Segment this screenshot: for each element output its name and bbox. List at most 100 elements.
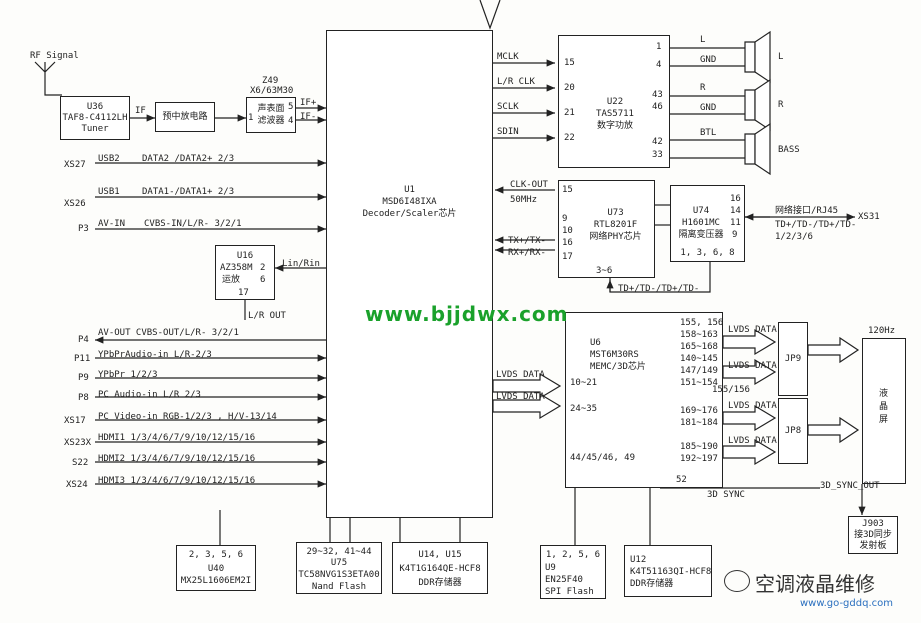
u75-desc: Nand Flash	[311, 582, 367, 592]
u22-name: U22	[606, 97, 624, 107]
u14-desc: DDR存储器	[418, 578, 462, 588]
u6-pr-7: 169~176	[680, 406, 718, 416]
u16-pin17: 17	[238, 288, 249, 298]
preamp-label: 预中放电路	[162, 112, 208, 122]
conn-xs27: XS27	[64, 160, 86, 170]
u73-pin-9: 9	[562, 214, 568, 224]
conn-p3: P3	[78, 224, 89, 234]
lin-rin-label: Lin/Rin	[282, 259, 320, 269]
hdmi1-label: HDMI1 1/3/4/6/7/9/10/12/15/16	[98, 433, 256, 443]
u6-pins-bottom: 44/45/46, 49	[570, 453, 636, 463]
j903-desc2: 发射板	[859, 541, 887, 551]
u40-pins: 2, 3, 5, 6	[188, 550, 244, 560]
u6-lvds-out-3: LVDS DATA	[728, 401, 777, 411]
logo-text: 空调液晶维修	[755, 572, 875, 596]
speaker-l-label: L	[778, 52, 784, 62]
u16-part: AZ358M	[220, 263, 253, 273]
pc-video-label: PC Video-in RGB-1/2/3 , H/V-13/14	[98, 412, 277, 422]
if-minus-label: IF-	[300, 112, 317, 122]
cvbs-in-label: CVBS-IN/L/R- 3/2/1	[144, 219, 242, 229]
usb2-data-label: DATA2 /DATA2+ 2/3	[142, 154, 235, 164]
u74-name: U74	[692, 206, 710, 216]
u74-pin-16: 16	[730, 194, 741, 204]
refresh-rate-label: 120Hz	[868, 326, 896, 336]
u75-pins: 29~32, 41~44	[306, 547, 372, 557]
watermark-url: www.bjjdwx.com	[365, 302, 569, 326]
lvds-label-2: LVDS DATA	[496, 392, 545, 402]
u14-part: K4T1G164QE-HCF8	[399, 564, 481, 574]
tx-label: TX+/TX-	[508, 236, 546, 246]
ypbpr-audio-label: YPbPrAudio-in L/R-2/3	[98, 350, 212, 360]
u1-part: MSD6I48IXA	[382, 197, 437, 207]
u16-pin2: 2	[260, 263, 266, 273]
sync-3d-label: 3D SYNC	[707, 490, 745, 500]
ypbpr-label: YPbPr 1/2/3	[98, 370, 158, 380]
u9-pins: 1, 2, 5, 6	[545, 550, 601, 560]
lcd-label: 液晶屏	[879, 389, 889, 425]
z49-part: X6/63M30	[250, 86, 294, 96]
u73-phy-box	[558, 180, 655, 278]
u22-pin-22: 22	[564, 133, 575, 143]
hdmi3-label: HDMI3 1/3/4/6/7/9/10/12/15/16	[98, 476, 256, 486]
lcd-panel-box	[862, 338, 906, 484]
u74-pin-14: 14	[730, 206, 741, 216]
preamp-box	[155, 102, 215, 132]
u6-pr-1: 158~163	[680, 330, 718, 340]
u16-name: U16	[236, 251, 254, 261]
u16-pin6: 6	[260, 275, 266, 285]
clk-freq-label: 50MHz	[510, 195, 538, 205]
u36-desc: Tuner	[81, 124, 109, 134]
spk-line-l: L	[700, 35, 706, 45]
u6-pr-3: 140~145	[680, 354, 718, 364]
if-label: IF	[135, 106, 146, 116]
u73-pin-10: 10	[562, 226, 573, 236]
u9-name: U9	[545, 563, 556, 573]
logo-url: www.go-gddq.com	[800, 598, 893, 609]
u75-nand-box	[296, 542, 382, 594]
u22-pin-43: 43	[652, 90, 663, 100]
sync-out-label: 3D_SYNC_OUT	[820, 481, 880, 491]
u6-lvds-out-1: LVDS DATA	[728, 325, 777, 335]
z49-desc1: 声表面	[257, 104, 285, 114]
u16-desc: 运放	[222, 275, 241, 285]
u16-opamp-box	[215, 245, 275, 300]
usb1-label: USB1	[98, 187, 120, 197]
z49-pin4: 4	[288, 116, 294, 126]
u36-tuner-box	[60, 96, 130, 140]
spk-line-gnd2: GND	[700, 103, 717, 113]
rx-label: RX+/RX-	[508, 248, 546, 258]
u22-pin-4: 4	[656, 60, 662, 70]
spk-line-btl: BTL	[700, 128, 717, 138]
u22-pin-46: 46	[652, 102, 663, 112]
td-bottom-label: TD+/TD-/TD+/TD-	[618, 284, 700, 294]
u6-part: MST6M30RS	[590, 350, 639, 360]
jp8-connector-box	[778, 398, 808, 464]
u6-lvds-out-2: LVDS DATA	[728, 361, 777, 371]
speaker-bass-label: BASS	[778, 145, 800, 155]
u73-name: U73	[607, 208, 624, 218]
hdmi2-label: HDMI2 1/3/4/6/7/9/10/12/15/16	[98, 454, 256, 464]
av-in-label: AV-IN	[98, 219, 126, 229]
u74-desc: 隔离变压器	[678, 230, 724, 240]
usb1-data-label: DATA1-/DATA1+ 2/3	[142, 187, 235, 197]
rf-signal-label: RF Signal	[30, 51, 79, 61]
sclk-label: SCLK	[497, 102, 519, 112]
u14-ddr-box	[392, 542, 488, 594]
clk-out-label: CLK-OUT	[510, 180, 548, 190]
conn-xs26: XS26	[64, 199, 86, 209]
speaker-r-label: R	[778, 100, 784, 110]
u73-pin-16: 16	[562, 238, 573, 248]
u6-pr-0: 155, 156	[680, 318, 724, 328]
rj45-label: 网络接口/RJ45	[775, 206, 839, 216]
u40-flash-box	[176, 545, 256, 591]
u9-desc: SPI Flash	[545, 587, 594, 597]
rj45-pins: 1/2/3/6	[775, 232, 813, 242]
z49-pin5: 5	[288, 102, 294, 112]
u6-pr-4: 147/149	[680, 366, 718, 376]
u22-amp-box	[558, 35, 670, 168]
conn-p11: P11	[74, 354, 91, 364]
u6-pr-8: 181~184	[680, 418, 718, 428]
u1-desc: Decoder/Scaler芯片	[362, 209, 457, 219]
